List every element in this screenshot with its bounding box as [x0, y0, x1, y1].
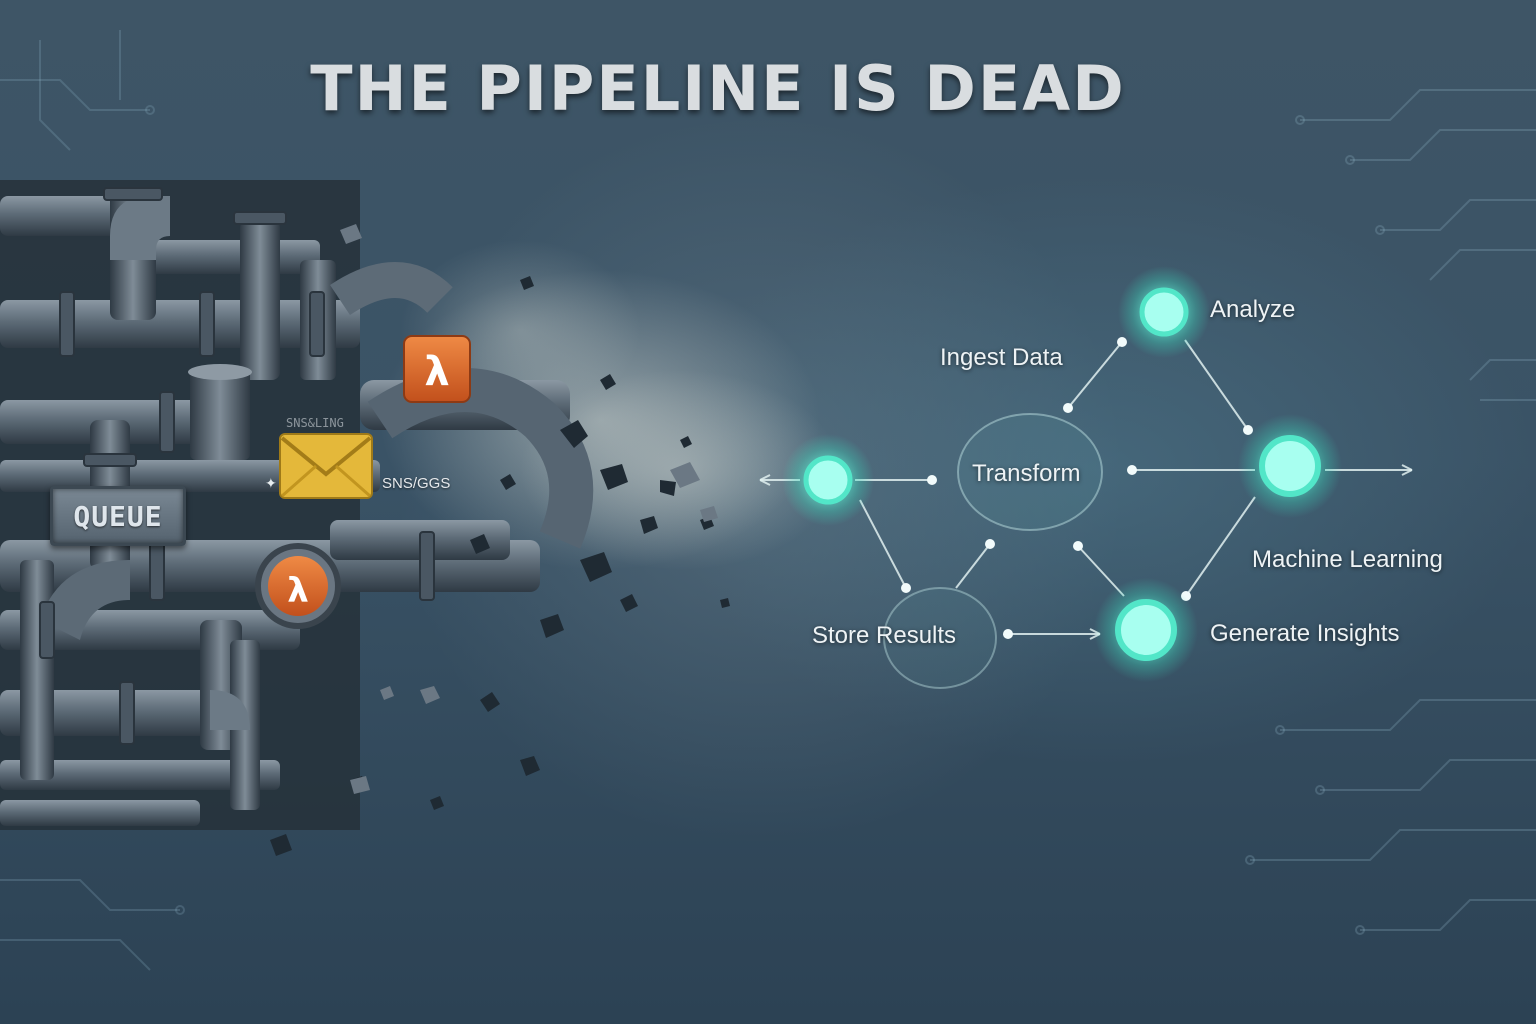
- node-label-generate-insights: Generate Insights: [1210, 620, 1400, 647]
- svg-text:λ: λ: [287, 571, 309, 611]
- glow-nodes: [782, 266, 1342, 682]
- queue-label: QUEUE: [73, 499, 163, 533]
- lambda-icon: λ: [403, 335, 471, 403]
- sns-label: SNS/GGS: [382, 475, 451, 492]
- debris-particles: [270, 276, 730, 856]
- node-label-analyze: Analyze: [1210, 296, 1296, 323]
- node-label-ingest-data: Ingest Data: [940, 344, 1063, 371]
- store-results-bubble: [883, 587, 997, 689]
- transform-bubble: [957, 413, 1103, 531]
- svg-text:✦: ✦: [265, 476, 277, 492]
- queue-sign: QUEUE: [50, 486, 186, 546]
- flow-connectors: [759, 339, 1413, 640]
- node-label-store-results: Store Results: [812, 622, 957, 649]
- connector-dots: [901, 337, 1253, 639]
- svg-text:λ: λ: [424, 349, 449, 395]
- circuit-traces-right: [1245, 89, 1536, 935]
- lambda-icon: λ: [255, 543, 341, 629]
- node-label-machine-learning: Machine Learning: [1252, 546, 1443, 573]
- debris-light: [340, 224, 718, 794]
- node-label-transform: Transform: [972, 460, 1081, 487]
- envelope-icon: ✦: [265, 433, 373, 499]
- circuit-traces-left: [0, 30, 185, 971]
- page-title: THE PIPELINE IS DEAD: [310, 52, 1126, 125]
- sns-faint-label: SNS&LING: [286, 416, 344, 430]
